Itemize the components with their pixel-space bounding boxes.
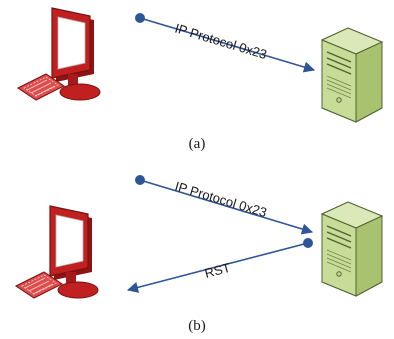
request-arrow xyxy=(139,17,316,73)
request-arrow xyxy=(139,179,314,235)
arrow-origin-dot xyxy=(135,13,145,23)
panel-b: IP Protocol 0x23 RST (b) xyxy=(15,175,383,334)
rst-arrow xyxy=(126,242,309,293)
rst-origin-dot xyxy=(303,238,313,248)
arrow-origin-dot xyxy=(135,175,145,185)
caption-b: (b) xyxy=(188,318,206,334)
computer-icon xyxy=(15,205,99,299)
message-label: IP Protocol 0x23 xyxy=(173,21,268,63)
computer-icon xyxy=(17,7,101,101)
message-label: IP Protocol 0x23 xyxy=(173,179,268,221)
caption-a: (a) xyxy=(189,136,206,152)
server-icon xyxy=(321,201,383,297)
rst-label: RST xyxy=(203,260,232,281)
server-icon xyxy=(321,27,383,123)
panel-a: IP Protocol 0x23 (a) xyxy=(17,7,383,152)
